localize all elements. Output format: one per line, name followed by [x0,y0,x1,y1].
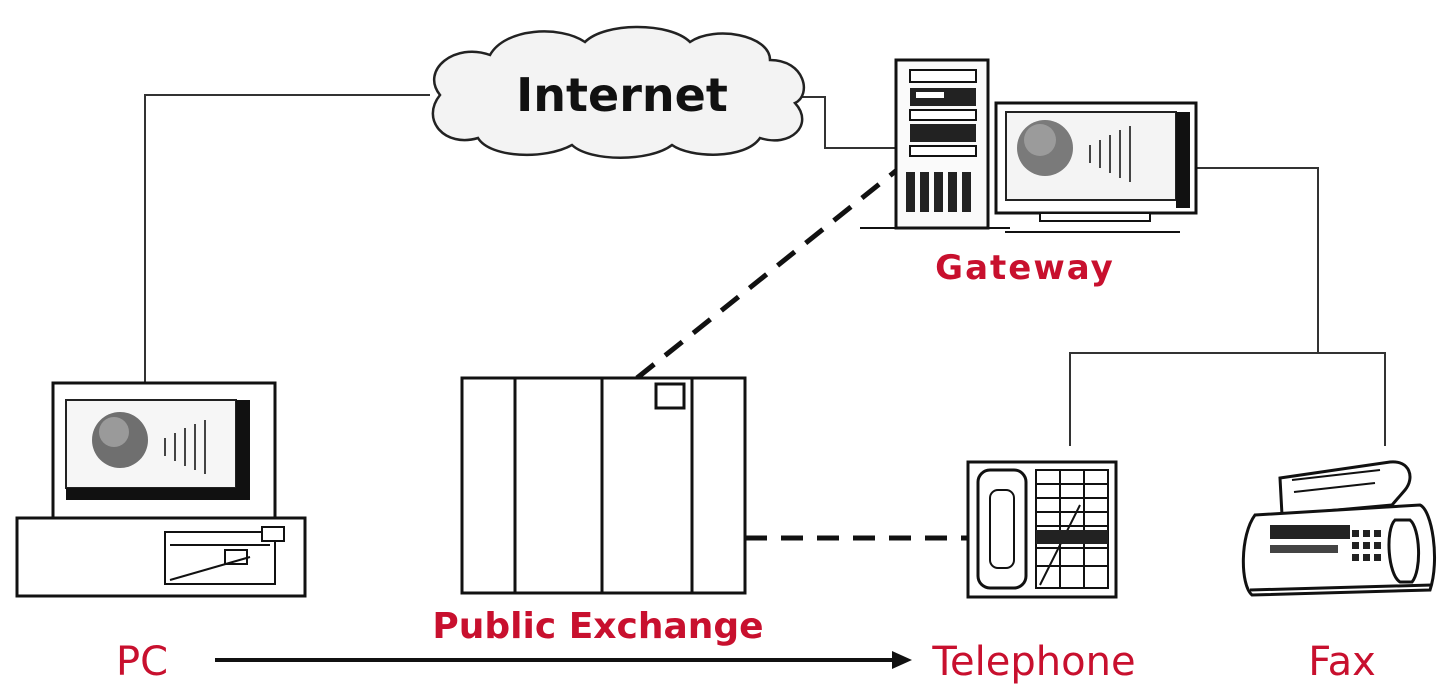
cloud-icon: Internet [431,25,805,159]
pc-label: PC [116,639,168,684]
connection-lines [144,94,1386,446]
exchange-gateway-link [635,168,899,380]
phone-fax-branch [1069,352,1386,446]
fax-icon [1241,460,1437,597]
telephone-icon [966,460,1118,599]
fax-label: Fax [1308,639,1376,684]
dashed-links [635,168,975,541]
gateway-branch-link [1195,167,1319,353]
computer-icon [15,381,307,598]
gateway-label: Gateway [935,248,1115,288]
switch-cabinet-icon [460,376,747,595]
server-icon [860,58,1198,233]
internet-gateway-link [800,96,898,149]
telephone-label: Telephone [931,639,1135,684]
call-direction-arrow [215,651,912,669]
pc-internet-link [144,94,430,383]
internet-label: Internet [516,68,728,122]
exchange-label: Public Exchange [432,606,763,647]
